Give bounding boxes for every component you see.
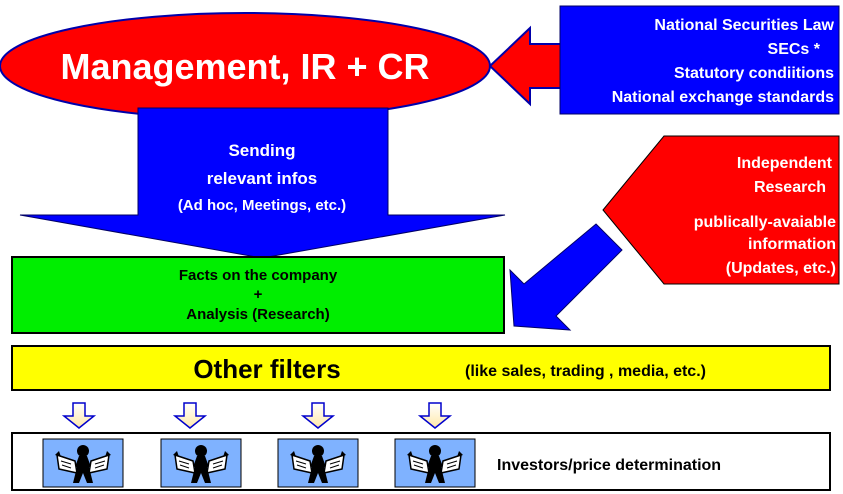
research-line-5: (Updates, etc.) xyxy=(726,260,836,277)
regulation-line-2: SECs * xyxy=(768,41,821,58)
research-line-2: Research xyxy=(754,179,826,196)
research-line-1: Independent xyxy=(737,155,833,172)
investor-figure-4 xyxy=(394,438,476,488)
filters-bar xyxy=(11,345,831,391)
regulation-line-3: Statutory condiitions xyxy=(674,65,834,82)
down-arrow-3 xyxy=(300,402,336,429)
facts-box xyxy=(11,256,505,334)
management-label: Management, IR + CR xyxy=(60,46,429,87)
down-arrows xyxy=(61,402,453,429)
down-arrow-1 xyxy=(61,402,97,429)
regulation-line-1: National Securities Law xyxy=(654,17,834,34)
investor-figure-3 xyxy=(277,438,359,488)
research-line-3: publically-avaiable xyxy=(694,214,836,231)
filters-title: Other filters xyxy=(193,354,340,384)
facts-line-1: Facts on the company xyxy=(179,267,338,284)
red-left-arrow xyxy=(488,25,567,107)
sending-line-1: Sending xyxy=(228,141,295,160)
down-arrow-2 xyxy=(172,402,208,429)
facts-line-2: + xyxy=(254,286,263,303)
filters-subtitle: (like sales, trading , media, etc.) xyxy=(465,363,706,380)
regulation-box xyxy=(559,5,840,115)
sending-line-2: relevant infos xyxy=(207,169,318,188)
investor-figure-1 xyxy=(42,438,124,488)
down-arrow-4 xyxy=(417,402,453,429)
sending-down-arrow xyxy=(19,107,506,259)
research-arrow xyxy=(602,135,840,285)
investors-label: Investors/price determination xyxy=(497,457,721,474)
facts-line-3: Analysis (Research) xyxy=(186,306,329,323)
investor-figure-2 xyxy=(160,438,242,488)
research-diagonal-arrow xyxy=(509,223,623,331)
sending-line-3: (Ad hoc, Meetings, etc.) xyxy=(178,197,346,214)
regulation-line-4: National exchange standards xyxy=(612,89,834,106)
research-line-4: information xyxy=(748,236,836,253)
